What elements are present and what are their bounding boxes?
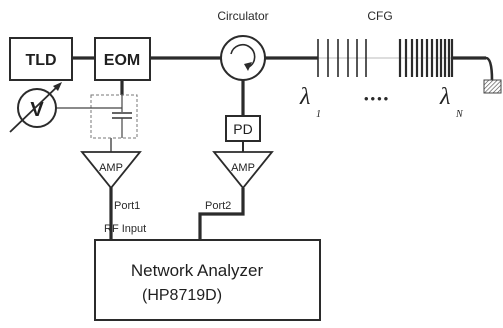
circulator-label: Circulator (217, 9, 268, 23)
port1-label: Port1 (114, 200, 140, 212)
voltage-source-label: V (30, 99, 44, 121)
termination-block (483, 79, 502, 94)
circulator-arrow-arc (230, 44, 256, 68)
lambda-n-symbol: λ (439, 84, 450, 110)
fiber-termination-curve (485, 56, 494, 81)
optical-fiber-paths (72, 56, 494, 116)
pd-label: PD (233, 121, 252, 137)
pd-block: PD (225, 115, 261, 142)
eom-label: EOM (104, 52, 140, 69)
tld-block: TLD (9, 37, 73, 81)
amp-left-triangle (80, 151, 142, 190)
voltage-source-circle (17, 88, 57, 128)
eom-box (94, 37, 151, 81)
chirped-grating (317, 39, 454, 77)
circulator-block: Circulator (217, 9, 269, 81)
rf-cables (109, 80, 245, 240)
lambda-n-subscript: N (455, 109, 464, 120)
tld-box (9, 37, 73, 81)
grating-ellipsis: •••• (364, 91, 390, 106)
voltage-source: V (9, 82, 62, 133)
cable-amp-right-to-analyzer (198, 188, 245, 240)
lambda-1-subscript: 1 (316, 109, 321, 120)
cfg-label: CFG (367, 9, 392, 23)
network-analyzer-title: Network Analyzer (131, 261, 264, 280)
fiber-termination (483, 79, 502, 94)
network-analyzer: Network Analyzer (HP8719D) (94, 239, 321, 321)
lambda-start: λ 1 (299, 84, 321, 120)
network-analyzer-box (94, 239, 321, 321)
amp-right-triangle (212, 151, 274, 190)
amp-left-label: AMP (99, 162, 123, 174)
circulator-outer-circle (220, 35, 266, 81)
circulator-arrowhead (244, 62, 252, 71)
bias-tee-dashed-box (90, 94, 138, 139)
tld-label: TLD (25, 52, 56, 69)
lambda-1-symbol: λ (299, 84, 310, 110)
bias-tee (56, 94, 138, 139)
rf-input-label: RF Input (104, 223, 146, 235)
amp-right-label: AMP (231, 162, 255, 174)
pd-box (225, 115, 261, 142)
amp-left: AMP (80, 151, 142, 190)
voltage-adjust-arrow (9, 83, 61, 133)
amp-right: AMP (212, 151, 274, 190)
eom-block: EOM (94, 37, 151, 81)
network-analyzer-model: (HP8719D) (142, 287, 222, 304)
lambda-end: λ N (439, 84, 464, 120)
port2-label: Port2 (205, 200, 231, 212)
voltage-adjust-arrowhead (53, 82, 62, 91)
